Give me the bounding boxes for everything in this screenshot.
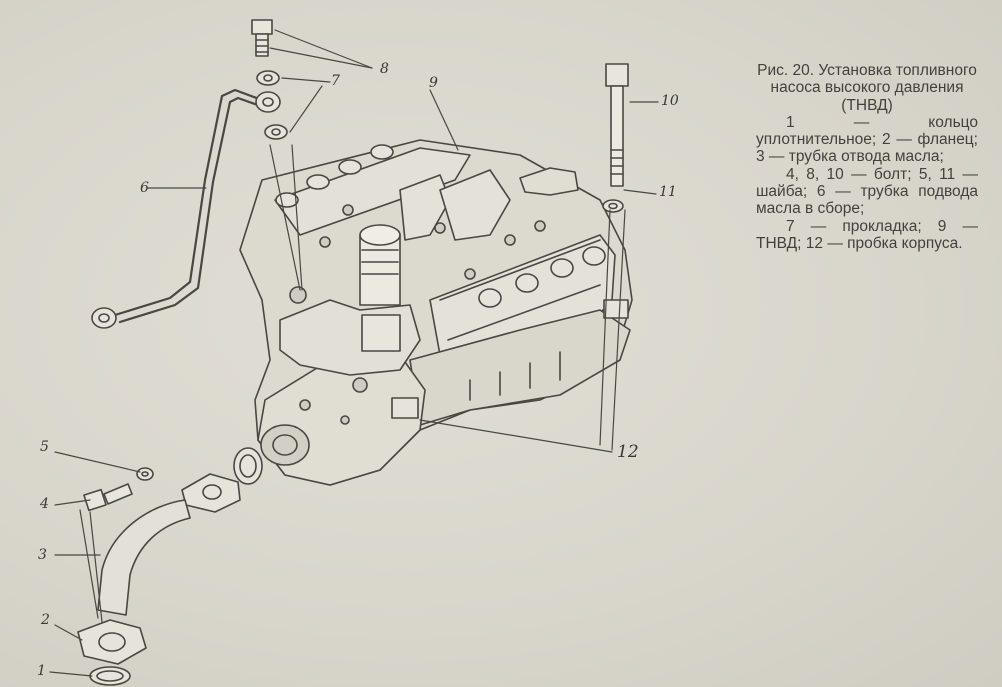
pump-body-drawing: [239, 139, 633, 486]
bolt-10-and-washer-11-drawing: [602, 63, 629, 213]
callout-8: 8: [380, 61, 389, 77]
caption-legend-2: 4, 8, 10 — болт; 5, 11 — шайба; 6 — труб…: [756, 165, 978, 218]
figure-caption: Рис. 20. Установка топливного насоса выс…: [756, 62, 978, 252]
callout-10: 10: [661, 93, 679, 109]
caption-legend-3: 7 — прокладка; 9 — ТНВД; 12 — пробка кор…: [756, 217, 978, 252]
callout-3: 3: [38, 547, 47, 563]
callout-1: 1: [37, 663, 46, 679]
caption-title: Рис. 20. Установка топливного насоса выс…: [757, 62, 977, 97]
callout-2: 2: [41, 612, 50, 628]
callout-7: 7: [331, 73, 340, 89]
oil-drain-parts-drawing: [77, 447, 263, 686]
callout-9: 9: [429, 75, 438, 91]
leader-lines: [49, 29, 659, 677]
callout-4: 4: [40, 496, 49, 512]
bolt-8-and-gaskets-drawing: [251, 19, 288, 140]
caption-abbreviation: (ТНВД): [841, 96, 893, 114]
callout-5: 5: [40, 439, 49, 455]
callout-6: 6: [140, 180, 149, 196]
callout-12: 12: [617, 442, 639, 462]
oil-feed-pipe-drawing: [91, 88, 281, 329]
callout-11: 11: [659, 184, 677, 200]
caption-legend-1: 1 — кольцо уплотнительное; 2 — фланец; 3…: [756, 113, 978, 166]
